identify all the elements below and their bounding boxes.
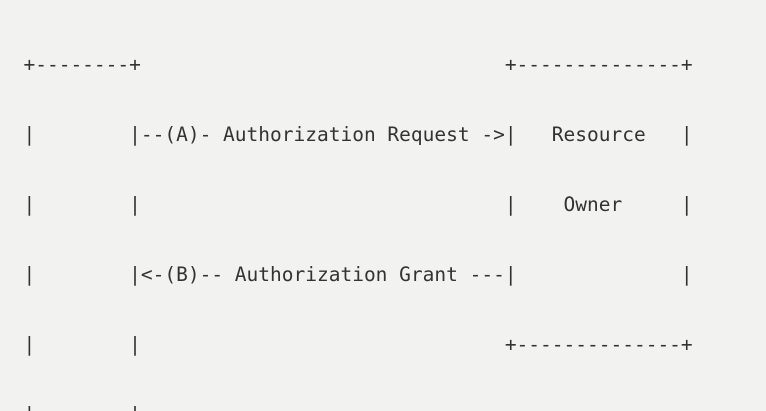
diagram-row-message-b: | |<-(B)-- Authorization Grant ---| | <box>0 262 693 286</box>
diagram-row-spacer-1: | | <box>0 403 766 411</box>
diagram-row-resource-owner-bottom-border: | | +--------------+ <box>0 332 693 356</box>
diagram-row-top-border-client: +--------+ +--------------+ <box>0 52 693 76</box>
diagram-row-resource-owner-label: | | | Owner | <box>0 192 693 216</box>
diagram-row-message-a: | |--(A)- Authorization Request ->| Reso… <box>0 122 693 146</box>
